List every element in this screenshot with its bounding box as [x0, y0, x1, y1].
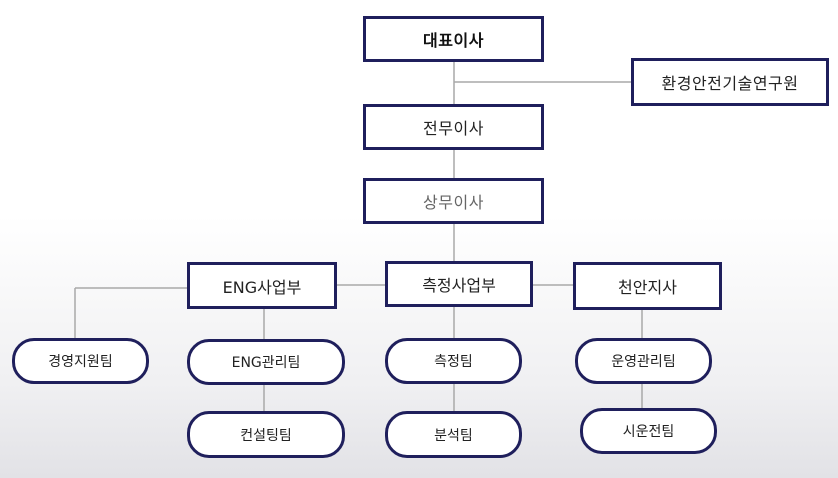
eng-division-label: ENG사업부: [222, 277, 302, 297]
analysis-team-label: 분석팀: [434, 427, 473, 444]
management-support-team-box: 경영지원팀: [12, 338, 149, 384]
management-support-team-label: 경영지원팀: [48, 354, 113, 370]
consulting-team-box: 컨설팅팀: [187, 411, 345, 458]
eng-division-box: ENG사업부: [187, 262, 337, 309]
analysis-team-box: 분석팀: [385, 411, 522, 458]
executive-director-box: 상무이사: [363, 178, 544, 224]
managing-director-box: 전무이사: [363, 104, 544, 150]
measurement-team-label: 측정팀: [434, 354, 473, 370]
measurement-division-box: 측정사업부: [385, 261, 533, 307]
operation-management-team-box: 운영관리팀: [575, 338, 712, 384]
eng-management-team-label: ENG관리팀: [231, 355, 301, 371]
managing-director-label: 전무이사: [423, 119, 484, 138]
institute-box: 환경안전기술연구원: [631, 58, 829, 106]
cheonan-branch-label: 천안지사: [618, 278, 677, 297]
executive-director-label: 상무이사: [423, 193, 484, 212]
cheonan-branch-box: 천안지사: [573, 262, 722, 310]
measurement-team-box: 측정팀: [385, 338, 522, 384]
institute-label: 환경안전기술연구원: [661, 74, 799, 93]
consulting-team-label: 컨설팅팀: [240, 427, 292, 444]
measurement-division-label: 측정사업부: [422, 276, 496, 295]
ceo-box: 대표이사: [363, 16, 544, 62]
trial-operation-team-box: 시운전팀: [580, 408, 717, 454]
trial-operation-team-label: 시운전팀: [622, 424, 675, 440]
eng-management-team-box: ENG관리팀: [187, 339, 345, 385]
ceo-label: 대표이사: [423, 31, 484, 50]
operation-management-team-label: 운영관리팀: [611, 354, 676, 370]
